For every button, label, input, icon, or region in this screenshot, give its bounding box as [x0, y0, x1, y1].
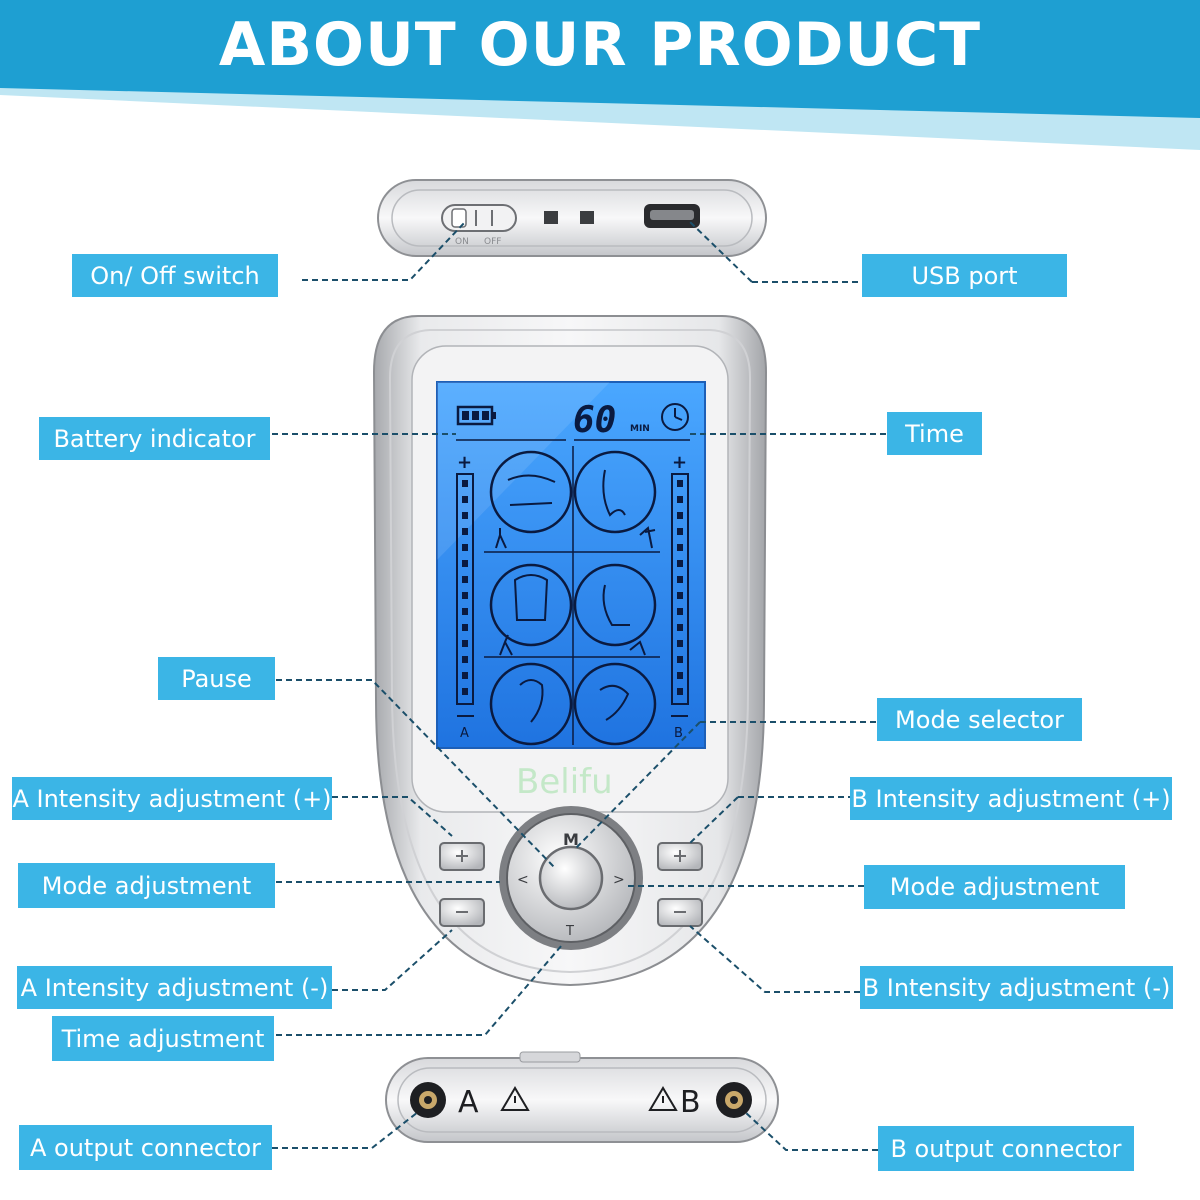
indicator-light — [580, 211, 594, 224]
callout-b-output-connector: B output connector — [878, 1126, 1134, 1171]
bottom-edge-view: A B — [385, 1051, 779, 1143]
callout-battery-indicator: Battery indicator — [39, 417, 270, 460]
svg-text:+: + — [457, 452, 472, 473]
mode-select-key[interactable]: M — [563, 830, 579, 849]
usb-port[interactable] — [644, 204, 700, 228]
channel-a-label: A — [460, 726, 469, 741]
indicator-light — [544, 211, 558, 224]
a-output-jack[interactable] — [410, 1082, 446, 1118]
callout-a-output-connector: A output connector — [19, 1125, 272, 1170]
callout-a-intensity-plus: A Intensity adjustment (+) — [12, 777, 332, 820]
a-plus-button[interactable] — [439, 842, 485, 871]
channel-a-intensity-bar: + A — [456, 452, 474, 741]
svg-text:+: + — [672, 452, 687, 473]
b-minus-button[interactable] — [657, 898, 703, 927]
top-edge-view: ON OFF — [377, 179, 767, 257]
switch-on-label: ON — [455, 237, 469, 247]
mode-icon-knee — [573, 662, 657, 746]
header-banner — [0, 0, 1200, 150]
warning-icon — [648, 1086, 678, 1111]
battery-icon — [456, 405, 496, 426]
mode-left-key[interactable]: < — [517, 872, 529, 888]
page-title: ABOUT OUR PRODUCT — [218, 10, 982, 80]
mode-right-key[interactable]: > — [613, 872, 625, 888]
callout-mode-selector: Mode selector — [877, 698, 1082, 741]
mode-icon-hand — [489, 450, 573, 534]
channel-b-label: B — [674, 726, 683, 741]
callout-time-adjustment: Time adjustment — [52, 1016, 274, 1061]
time-key[interactable]: T — [565, 924, 574, 939]
power-switch[interactable] — [441, 204, 517, 232]
channel-b-intensity-bar: + B — [671, 452, 689, 741]
clock-icon — [661, 403, 689, 431]
mode-icon-foot — [573, 563, 657, 647]
callout-usb-port: USB port — [862, 254, 1067, 297]
callout-b-intensity-minus: B Intensity adjustment (-) — [860, 966, 1173, 1009]
connector-b-label: B — [680, 1085, 701, 1120]
callout-b-intensity-plus: B Intensity adjustment (+) — [850, 777, 1172, 820]
callout-on-off-switch: On/ Off switch — [72, 254, 278, 297]
callout-a-intensity-minus: A Intensity adjustment (-) — [17, 966, 332, 1009]
callout-pause: Pause — [158, 657, 275, 700]
mode-icon-back — [489, 563, 573, 647]
control-pad: M T < > — [499, 806, 643, 950]
b-plus-button[interactable] — [657, 842, 703, 871]
callout-time: Time — [887, 412, 982, 455]
callout-mode-adjustment-left: Mode adjustment — [18, 863, 275, 908]
pause-button[interactable] — [538, 845, 604, 911]
switch-off-label: OFF — [484, 237, 501, 247]
mode-icon-shoulder — [489, 662, 573, 746]
lcd-display: 60 MIN + A + — [436, 381, 706, 749]
warning-icon — [500, 1086, 530, 1111]
figure-icons — [495, 526, 656, 656]
callout-mode-adjustment-right: Mode adjustment — [864, 865, 1125, 909]
lcd-time-unit: MIN — [630, 424, 650, 434]
a-minus-button[interactable] — [439, 898, 485, 927]
brand-logo: Belifu — [516, 762, 613, 802]
mode-icon-leg — [573, 450, 657, 534]
connector-a-label: A — [458, 1085, 479, 1120]
lcd-time-value: 60 — [573, 400, 616, 441]
mode-icons-grid — [484, 446, 660, 746]
b-output-jack[interactable] — [716, 1082, 752, 1118]
